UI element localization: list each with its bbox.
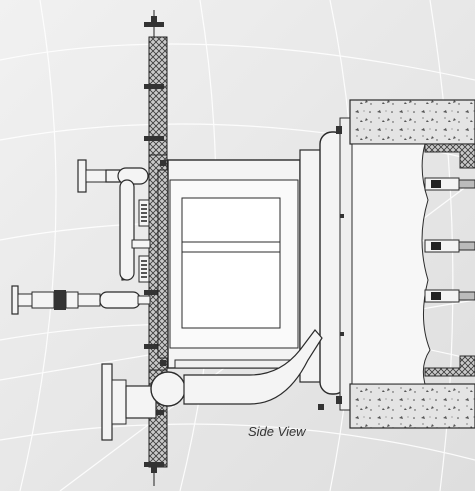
mounting-flange	[157, 169, 169, 359]
nozzle-row	[424, 177, 475, 303]
upper-pipe-assembly	[77, 159, 151, 283]
refractory-bottom	[349, 383, 475, 429]
nozzle-middle	[424, 239, 475, 253]
pad-flange	[339, 117, 353, 411]
housing-bolts	[160, 160, 344, 366]
nozzle-top	[424, 177, 475, 191]
chamber-section	[351, 143, 431, 385]
refractory-lip-top	[424, 143, 475, 169]
pipe-elbow	[150, 371, 186, 407]
housing-base	[174, 359, 296, 369]
figure-caption: Side View	[248, 424, 306, 439]
housing-window	[181, 197, 281, 329]
instrument-line	[11, 285, 151, 315]
lower-pipe-assembly	[101, 329, 323, 441]
refractory-lip-bottom	[424, 355, 475, 377]
flange-bolts	[318, 126, 342, 410]
nozzle-bottom	[424, 289, 475, 303]
refractory-top	[349, 99, 475, 145]
